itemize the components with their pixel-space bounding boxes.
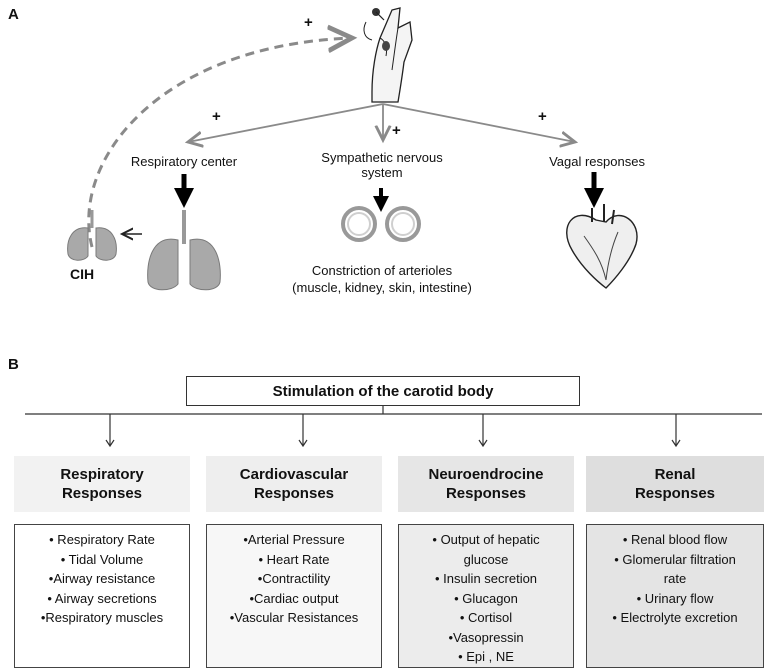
list-item: • Output of hepatic: [432, 532, 540, 547]
constriction-label-line: (muscle, kidney, skin, intestine): [292, 280, 472, 295]
header-line: Cardiovascular: [239, 466, 349, 483]
list-item: •Airway resistance: [48, 571, 156, 586]
arteriole-ring-icon: [341, 206, 421, 242]
title-text: Stimulation of the carotid body: [272, 382, 494, 400]
header-line: Renal: [654, 466, 696, 483]
panel-a-label: A: [8, 6, 19, 23]
header-line: Responses: [634, 485, 716, 502]
list-item: •Vasopressin: [448, 629, 524, 645]
list-item: • Renal blood flow: [622, 532, 728, 547]
lungs-icon: [67, 210, 117, 261]
cih-label: CIH: [70, 266, 95, 282]
header-line: Respiratory: [60, 466, 144, 483]
sympathetic-label-line: system: [361, 165, 403, 180]
header-line: Responses: [253, 485, 335, 502]
list-item: •Contractility: [257, 571, 331, 586]
list-renal: • Renal blood flow • Glomerular filtrati…: [586, 524, 764, 668]
list-item: • Respiratory Rate: [49, 532, 155, 547]
list-item: • Heart Rate: [258, 551, 330, 567]
list-item: • Epi , NE: [458, 649, 514, 664]
title-box: Stimulation of the carotid body: [186, 376, 580, 406]
list-item: rate: [663, 571, 687, 586]
sympathetic-label-line: Sympathetic nervous: [321, 150, 443, 165]
list-item: • Airway secretions: [47, 590, 157, 606]
carotid-body-icon: [363, 7, 413, 103]
cih-feedback-arrow: [87, 38, 352, 248]
list-item: • Glomerular filtration: [614, 551, 736, 567]
list-item: • Electrolyte excretion: [612, 610, 738, 625]
branch-arrows: [188, 103, 575, 142]
header-line: Responses: [61, 485, 143, 502]
list-neuroendocrine: • Output of hepatic glucose • Insulin se…: [398, 524, 574, 668]
header-line: Responses: [445, 485, 527, 502]
vagal-responses-label: Vagal responses: [549, 154, 645, 169]
constriction-label: Constriction of arterioles (muscle, kidn…: [270, 262, 494, 296]
panel-b-label: B: [8, 356, 19, 373]
sympathetic-label: Sympathetic nervous system: [300, 150, 464, 180]
list-item: •Respiratory muscles: [40, 610, 164, 625]
plus-sign: +: [212, 108, 221, 125]
plus-sign: +: [304, 14, 313, 31]
list-item: •Cardiac output: [249, 590, 339, 606]
heart-icon: [566, 204, 638, 289]
list-item: •Vascular Resistances: [229, 610, 359, 625]
header-line: Neuroendrocine: [428, 466, 544, 483]
list-item: glucose: [463, 551, 509, 567]
plus-sign: +: [538, 108, 547, 125]
list-item: • Tidal Volume: [60, 551, 144, 567]
constriction-label-line: Constriction of arterioles: [311, 263, 453, 278]
respiratory-center-label: Respiratory center: [130, 154, 238, 169]
plus-sign: +: [392, 122, 401, 139]
list-item: • Insulin secretion: [434, 571, 538, 586]
lungs-icon: [147, 210, 221, 291]
list-item: •Arterial Pressure: [243, 532, 345, 547]
list-item: • Urinary flow: [636, 590, 714, 606]
list-item: • Glucagon: [454, 590, 518, 606]
list-cardiovascular: •Arterial Pressure • Heart Rate •Contrac…: [206, 524, 382, 668]
list-respiratory: • Respiratory Rate • Tidal Volume •Airwa…: [14, 524, 190, 668]
list-item: • Cortisol: [459, 610, 513, 625]
